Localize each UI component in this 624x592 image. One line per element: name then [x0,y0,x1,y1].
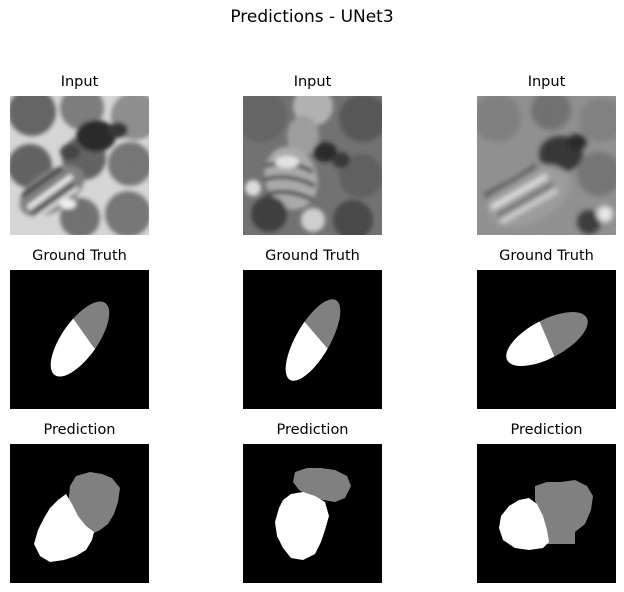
input-image-1 [10,96,149,235]
panel-title-input-2: Input [293,74,332,90]
prediction-mask-2 [243,444,382,583]
panel-title-prediction-1: Prediction [43,422,116,438]
ground-truth-mask-3 [477,270,616,409]
panel-title-prediction-3: Prediction [510,422,583,438]
panel-title-ground-truth-1: Ground Truth [32,248,127,264]
panel-title-ground-truth-3: Ground Truth [499,248,594,264]
input-image-2 [243,96,382,235]
panel-title-ground-truth-2: Ground Truth [265,248,360,264]
ground-truth-mask-2 [243,270,382,409]
prediction-mask-1 [10,444,149,583]
panel-title-input-3: Input [527,74,566,90]
panel-title-input-1: Input [60,74,99,90]
input-image-3 [477,96,616,235]
figure-title: Predictions - UNet3 [230,7,394,27]
prediction-mask-3 [477,444,616,583]
panel-title-prediction-2: Prediction [276,422,349,438]
ground-truth-mask-1 [10,270,149,409]
